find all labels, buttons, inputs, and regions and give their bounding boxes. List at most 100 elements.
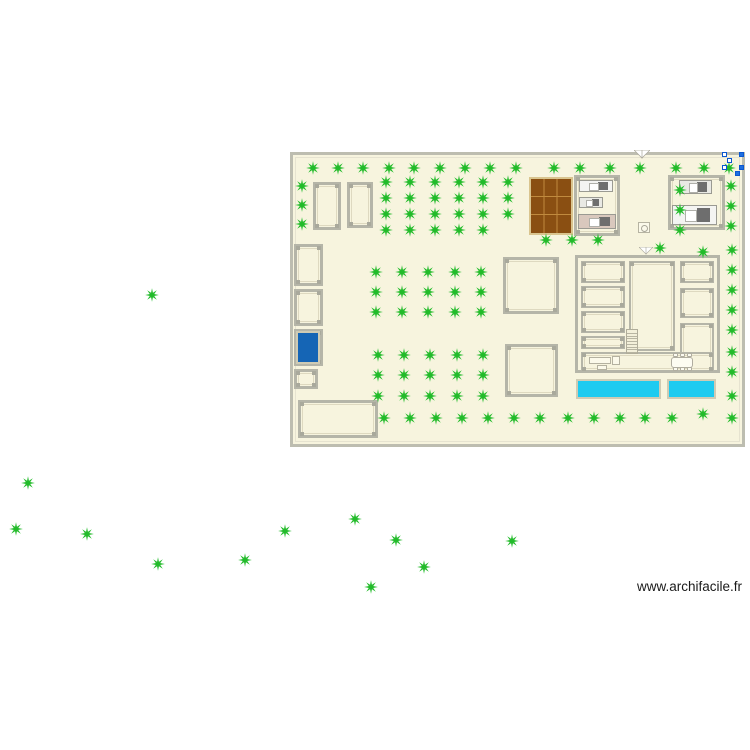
dining-chair[interactable] (687, 353, 692, 357)
palm-tree-icon[interactable] (396, 367, 412, 383)
pool-small[interactable] (667, 379, 716, 399)
pool-large[interactable] (576, 379, 661, 399)
palm-tree-icon[interactable] (427, 174, 443, 190)
palm-tree-icon[interactable] (724, 242, 740, 258)
door-house-top[interactable] (639, 247, 653, 255)
palm-tree-icon[interactable] (612, 410, 628, 426)
palm-tree-icon[interactable] (538, 232, 554, 248)
palm-tree-icon[interactable] (506, 410, 522, 426)
palm-tree-icon[interactable] (475, 174, 491, 190)
palm-tree-icon[interactable] (422, 347, 438, 363)
palm-tree-icon[interactable] (723, 218, 739, 234)
palm-tree-icon[interactable] (394, 264, 410, 280)
selection-handle[interactable] (722, 165, 727, 170)
palm-tree-icon[interactable] (590, 232, 606, 248)
palm-tree-icon[interactable] (664, 410, 680, 426)
palm-tree-icon[interactable] (724, 262, 740, 278)
palm-tree-icon[interactable] (355, 160, 371, 176)
palm-tree-icon[interactable] (376, 410, 392, 426)
bedroom-l2[interactable] (581, 286, 625, 308)
room-west-1[interactable] (294, 244, 323, 286)
bedroom-r1[interactable] (680, 261, 714, 283)
palm-tree-icon[interactable] (724, 322, 740, 338)
palm-tree-icon[interactable] (447, 264, 463, 280)
selection-handle[interactable] (739, 165, 744, 170)
palm-tree-icon[interactable] (602, 160, 618, 176)
bedroom-l1[interactable] (581, 261, 625, 283)
palm-tree-icon[interactable] (451, 174, 467, 190)
palm-tree-icon[interactable] (500, 206, 516, 222)
room-bottom-left[interactable] (298, 400, 378, 438)
room-top-left-2[interactable] (347, 182, 373, 228)
palm-tree-icon[interactable] (546, 160, 562, 176)
palm-tree-icon[interactable] (447, 304, 463, 320)
palm-tree-icon[interactable] (500, 190, 516, 206)
kitchen-stove[interactable] (597, 365, 607, 370)
door-top-center[interactable] (634, 150, 650, 159)
palm-tree-icon[interactable] (724, 364, 740, 380)
room-center-lower[interactable] (505, 344, 558, 397)
pool-west[interactable] (296, 331, 320, 364)
palm-tree-icon[interactable] (500, 174, 516, 190)
palm-tree-icon[interactable] (560, 410, 576, 426)
palm-tree-icon[interactable] (632, 160, 648, 176)
palm-tree-icon[interactable] (473, 284, 489, 300)
palm-tree-icon[interactable] (294, 197, 310, 213)
palm-tree-icon[interactable] (79, 526, 95, 542)
palm-tree-icon[interactable] (381, 160, 397, 176)
palm-tree-icon[interactable] (416, 559, 432, 575)
utility-fixture-icon[interactable] (638, 222, 650, 233)
room-west-4[interactable] (294, 369, 318, 389)
dining-chair[interactable] (673, 367, 678, 371)
palm-tree-icon[interactable] (724, 410, 740, 426)
palm-tree-icon[interactable] (564, 232, 580, 248)
palm-tree-icon[interactable] (508, 160, 524, 176)
bedroom-l3[interactable] (581, 311, 625, 333)
palm-tree-icon[interactable] (696, 160, 712, 176)
palm-tree-icon[interactable] (388, 532, 404, 548)
palm-tree-icon[interactable] (402, 174, 418, 190)
palm-tree-icon[interactable] (394, 284, 410, 300)
palm-tree-icon[interactable] (723, 198, 739, 214)
palm-tree-icon[interactable] (150, 556, 166, 572)
kitchen-sink[interactable] (612, 356, 620, 365)
palm-tree-icon[interactable] (586, 410, 602, 426)
palm-tree-icon[interactable] (368, 264, 384, 280)
palm-tree-icon[interactable] (406, 160, 422, 176)
palm-tree-icon[interactable] (402, 206, 418, 222)
palm-tree-icon[interactable] (454, 410, 470, 426)
room-center-upper[interactable] (503, 257, 559, 314)
palm-tree-icon[interactable] (637, 410, 653, 426)
palm-tree-icon[interactable] (370, 347, 386, 363)
palm-tree-icon[interactable] (457, 160, 473, 176)
palm-tree-icon[interactable] (368, 304, 384, 320)
central-hall[interactable] (629, 261, 675, 351)
palm-tree-icon[interactable] (572, 160, 588, 176)
palm-tree-icon[interactable] (305, 160, 321, 176)
palm-tree-icon[interactable] (672, 182, 688, 198)
palm-tree-icon[interactable] (330, 160, 346, 176)
palm-tree-icon[interactable] (480, 410, 496, 426)
palm-tree-icon[interactable] (475, 190, 491, 206)
kitchen-counter[interactable] (589, 357, 611, 364)
palm-tree-icon[interactable] (482, 160, 498, 176)
selection-handle[interactable] (727, 158, 732, 163)
bedroom-r2[interactable] (680, 288, 714, 318)
selection-handle[interactable] (735, 171, 740, 176)
palm-tree-icon[interactable] (8, 521, 24, 537)
room-top-left-1[interactable] (313, 182, 341, 230)
palm-tree-icon[interactable] (475, 222, 491, 238)
palm-tree-icon[interactable] (378, 222, 394, 238)
palm-tree-icon[interactable] (672, 202, 688, 218)
palm-tree-icon[interactable] (420, 304, 436, 320)
palm-tree-icon[interactable] (237, 552, 253, 568)
dining-chair[interactable] (673, 353, 678, 357)
palm-tree-icon[interactable] (724, 344, 740, 360)
palm-tree-icon[interactable] (378, 190, 394, 206)
palm-tree-icon[interactable] (475, 347, 491, 363)
palm-tree-icon[interactable] (368, 284, 384, 300)
palm-tree-icon[interactable] (723, 178, 739, 194)
palm-tree-icon[interactable] (449, 388, 465, 404)
car-garage-mid-1[interactable] (579, 180, 613, 192)
